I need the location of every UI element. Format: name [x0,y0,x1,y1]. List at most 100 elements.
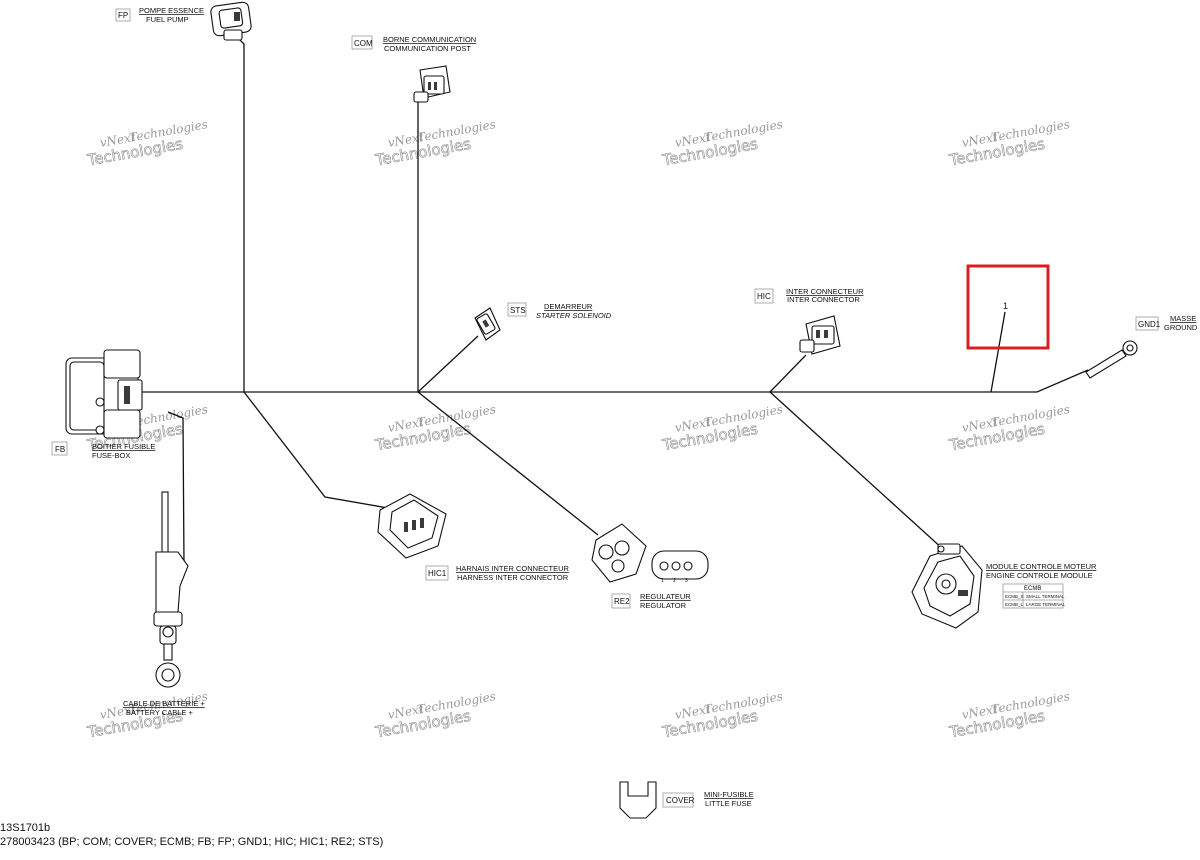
ecm-table-header: ECMB [1024,586,1041,592]
starter-solenoid-label-group: STS DEMARREUR STARTER SOLENOID [507,302,612,320]
regulator-pin-2: 2 [673,578,676,584]
regulator-label-group: RE2 REGULATEUR REGULATOR [611,592,691,610]
watermark: vNext Technologies Technologies [947,117,1071,170]
starter-tag: STS [510,306,526,315]
hic1-tag: HIC1 [428,569,447,578]
ground-ring-terminal[interactable] [1085,340,1138,379]
regulator-label-fr: REGULATEUR [640,592,691,601]
part-number-list: 278003423 (BP; COM; COVER; ECMB; FB; FP;… [0,836,384,848]
fuse-box[interactable] [65,349,143,439]
fuse-box-label-fr: BOITIER FUSIBLE [92,442,155,451]
watermark: vNext Technologies Technologies [660,402,784,455]
watermark: vNext Technologies Technologies [85,117,209,170]
fuel-pump-label-group: FP POMPE ESSENCE FUEL PUMP [115,6,204,24]
harness-inter-connector-label-group: HIC1 HARNAIS INTER CONNECTEUR HARNESS IN… [425,564,570,582]
battery-cable-label-en: BATTERY CABLE + [126,708,194,717]
battery-wire [167,411,185,567]
ground-label-group: GND1 MASSE GROUND [1135,314,1198,332]
ground-tag: GND1 [1138,320,1161,329]
watermark: vNext Technologies Technologies [373,689,497,742]
watermark: vNext Technologies Technologies [373,402,497,455]
watermark: vNext Technologies Technologies [947,689,1071,742]
ecm-label-en: ENGINE CONTROLE MODULE [986,571,1093,580]
ecm-label-fr: MODULE CONTROLE MOTEUR [986,562,1097,571]
svg-text:vNext: vNext [99,130,137,150]
inter-connector-label-fr: INTER CONNECTEUR [786,287,864,296]
starter-wire [417,335,479,393]
inter-connector-label-en: INTER CONNECTOR [787,295,860,304]
regulator-tag: RE2 [614,597,630,606]
inter-connector-wire [769,354,807,393]
fuse-box-label-en: FUSE-BOX [92,451,130,460]
hic1-label-en: HARNESS INTER CONNECTOR [457,573,569,582]
hic1-wire [243,391,389,509]
battery-cable-label-group: CABLE DE BATTERIE + BATTERY CABLE + [123,699,205,717]
battery-cable[interactable] [153,491,189,688]
ground-label-fr: MASSE [1170,314,1196,323]
callout-number: 1 [1003,301,1008,311]
ecm-row-desc: SMALL TERMINAL [1026,594,1065,599]
svg-text:vNext: vNext [387,702,425,722]
regulator-pin-3: 3 [685,578,688,584]
ground-label-en: GROUND [1164,323,1198,332]
comm-post-label-fr: BORNE COMMUNICATION [383,35,476,44]
communication-post-label-group: COM BORNE COMMUNICATION COMMUNICATION PO… [351,35,476,53]
comm-post-label-en: COMMUNICATION POST [384,44,471,53]
fuse-box-label-group: FB BOITIER FUSIBLE FUSE-BOX [51,441,155,460]
main-trunk-wire [140,369,1089,393]
communication-post-connector[interactable] [413,65,451,103]
starter-solenoid-connector[interactable] [474,307,501,341]
regulator-pin-face: 1 2 3 [651,550,709,584]
ecm-wire [769,391,956,561]
mini-fuse-label-en: LITTLE FUSE [705,799,752,808]
watermark: vNext Technologies Technologies [947,402,1071,455]
ecm-row-code: ECMB_S [1005,594,1024,599]
inter-connector-tag: HIC [757,292,771,301]
ecm-row-desc: LARGE TERMINAL [1026,602,1066,607]
fuel-pump-label-fr: POMPE ESSENCE [139,6,204,15]
harness-inter-connector[interactable] [377,493,447,559]
comm-post-tag: COM [354,39,373,48]
svg-text:vNext: vNext [961,130,999,150]
fuel-pump-tag: FP [118,11,128,20]
diagram-code: 13S1701b [0,822,51,834]
hic1-label-fr: HARNAIS INTER CONNECTEUR [456,564,570,573]
watermark: vNext Technologies Technologies [660,117,784,170]
harness-wires [140,37,1089,567]
inter-connector-label-group: HIC INTER CONNECTEUR INTER CONNECTOR [754,287,864,304]
ecm-terminal-table: ECMB ECMB_S SMALL TERMINAL ECMB_L LARGE … [1002,583,1066,609]
fuse-box-tag: FB [55,445,65,454]
ecm-row-code: ECMB_L [1005,602,1024,607]
regulator-connector[interactable] [591,523,647,583]
regulator-pin-1: 1 [661,578,664,584]
engine-control-module[interactable] [911,543,983,629]
mini-fuse-label-group: COVER MINI-FUSIBLE LITTLE FUSE [662,790,754,808]
svg-text:vNext: vNext [387,130,425,150]
fuel-pump-wire [237,37,245,392]
callout-highlight[interactable]: 1 [966,264,1050,350]
fuel-pump-label-en: FUEL PUMP [146,15,189,24]
regulator-wire [417,391,599,536]
svg-text:vNext: vNext [99,702,137,722]
ecm-label-group: MODULE CONTROLE MOTEUR ENGINE CONTROLE M… [986,562,1097,580]
svg-text:vNext: vNext [674,130,712,150]
svg-text:vNext: vNext [387,415,425,435]
svg-text:vNext: vNext [674,702,712,722]
regulator-label-en: REGULATOR [640,601,687,610]
watermark: vNext Technologies Technologies [373,117,497,170]
battery-cable-label-fr: CABLE DE BATTERIE + [123,699,205,708]
mini-fuse[interactable] [619,781,657,819]
svg-text:vNext: vNext [674,415,712,435]
mini-fuse-tag: COVER [666,796,695,805]
svg-text:vNext: vNext [961,415,999,435]
starter-label-fr: DEMARREUR [544,302,593,311]
watermarks: vNext Technologies Technologies vNext Te… [85,117,1071,742]
svg-text:vNext: vNext [961,702,999,722]
starter-label-en: STARTER SOLENOID [536,311,612,320]
inter-connector[interactable] [799,315,841,355]
fuel-pump-connector[interactable] [210,1,252,41]
watermark: vNext Technologies Technologies [660,689,784,742]
mini-fuse-label-fr: MINI-FUSIBLE [704,790,754,799]
callout-leader-line [990,311,1006,393]
